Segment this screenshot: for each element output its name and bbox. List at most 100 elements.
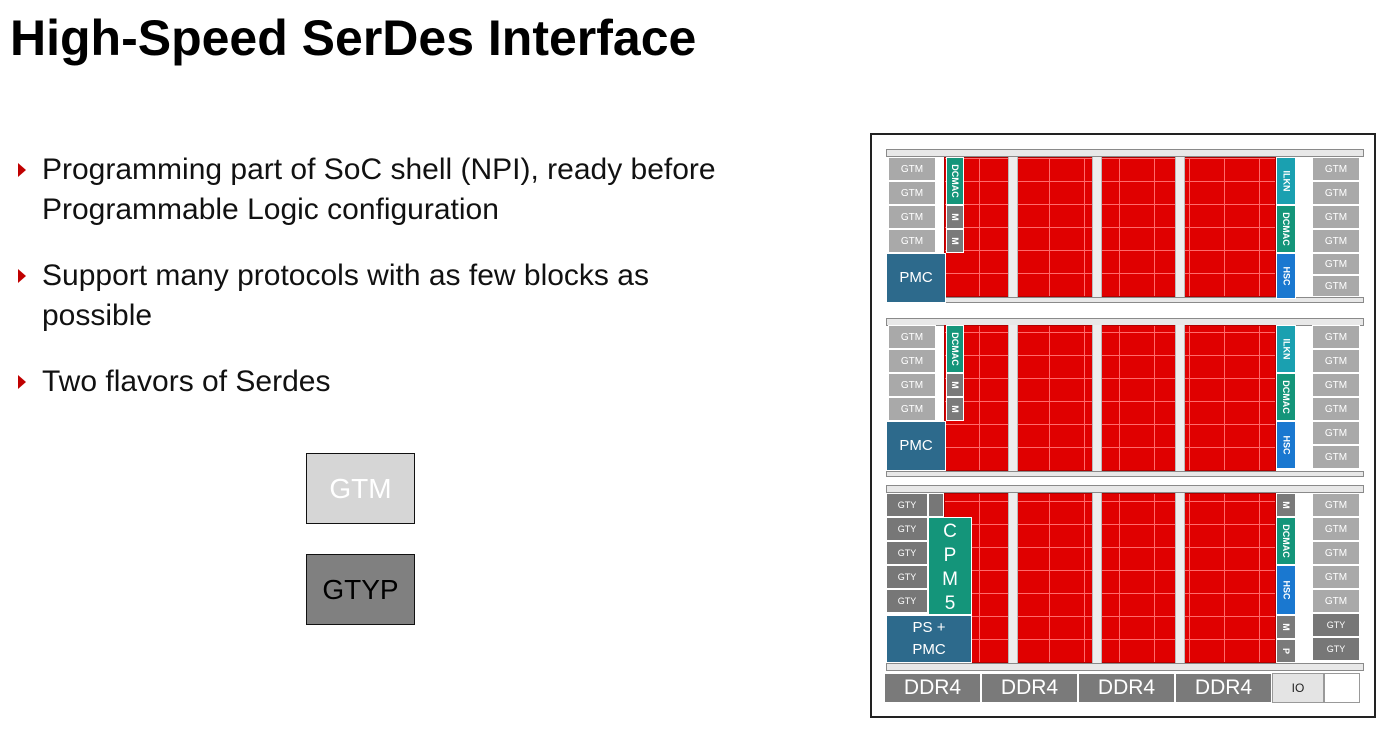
gtm-block: GTM (1312, 397, 1360, 421)
gtm-block: GTM (1312, 181, 1360, 205)
m-block-text: M (1281, 623, 1291, 631)
fabric-channel (1008, 493, 1018, 663)
fabric-channel (1008, 157, 1018, 297)
page-title: High-Speed SerDes Interface (10, 10, 697, 66)
m-block: M (946, 205, 964, 229)
fabric-region (944, 325, 1276, 471)
gty-block (928, 493, 944, 517)
bullet-list: Programming part of SoC shell (NPI), rea… (18, 150, 718, 428)
ddr4-block: DDR4 (884, 673, 981, 703)
dcmac-block: DCMAC (946, 157, 964, 205)
io-block: IO (1272, 673, 1324, 703)
gty-block: GTY (886, 541, 928, 565)
dcmac-block: DCMAC (1276, 517, 1296, 565)
gtm-block: GTM (888, 325, 936, 349)
gtm-block: GTM (1312, 565, 1360, 589)
dcmac-block-text: DCMAC (950, 164, 960, 198)
bullet-text: Support many protocols with as few block… (42, 259, 649, 332)
gtm-block: GTM (888, 349, 936, 373)
ps-pmc-text: PMC (912, 641, 946, 658)
m-block-text: M (950, 381, 960, 389)
triangle-bullet-icon (18, 375, 26, 389)
dcmac-block-text: DCMAC (1281, 524, 1291, 558)
gtm-block: GTM (1312, 157, 1360, 181)
m-block-text: M (950, 213, 960, 221)
m-block: M (1276, 493, 1296, 517)
m-block-text: M (950, 237, 960, 245)
ilkn-block: ILKN (1276, 157, 1296, 205)
fabric-channel (1092, 493, 1102, 663)
bullet-text: Programming part of SoC shell (NPI), rea… (42, 153, 716, 226)
ddr4-block: DDR4 (981, 673, 1078, 703)
cpm5-char: 5 (944, 593, 956, 614)
separator-bar (886, 471, 1364, 477)
bullet-item: Two flavors of Serdes (18, 362, 718, 402)
hsc-block: HSC (1276, 565, 1296, 615)
pmc-block: PMC (886, 253, 946, 303)
p-block: P (1276, 639, 1296, 663)
gtm-block: GTM (1312, 205, 1360, 229)
m-block-text: M (1281, 501, 1291, 509)
pmc-block: PMC (886, 421, 946, 471)
ps-pmc-block: PS + PMC (886, 615, 972, 663)
hsc-block-text: HSC (1281, 435, 1292, 455)
gtm-block: GTM (1312, 229, 1360, 253)
gtm-block: GTM (1312, 493, 1360, 517)
bullet-text: Two flavors of Serdes (42, 365, 331, 398)
fabric-channel (1008, 325, 1018, 471)
p-block-text: P (1280, 647, 1291, 655)
separator-bar (886, 663, 1364, 671)
m-block: M (946, 397, 964, 421)
dcmac-block: DCMAC (1276, 205, 1296, 253)
ps-pmc-text: PS + (912, 619, 946, 636)
gty-block: GTY (1312, 613, 1360, 637)
gty-block: GTY (886, 565, 928, 589)
gtm-block: GTM (1312, 349, 1360, 373)
gtm-block: GTM (888, 157, 936, 181)
separator-bar (886, 149, 1364, 157)
gtm-block: GTM (1312, 445, 1360, 469)
dcmac-block: DCMAC (946, 325, 964, 373)
hsc-block: HSC (1276, 253, 1296, 299)
fabric-channel (1175, 493, 1185, 663)
fabric-channel (1092, 157, 1102, 297)
ddr4-block: DDR4 (1175, 673, 1272, 703)
cpm5-char: M (942, 569, 958, 590)
gty-block: GTY (886, 493, 928, 517)
ilkn-block-text: ILKN (1281, 170, 1291, 192)
m-block: M (946, 229, 964, 253)
separator-bar (886, 485, 1364, 493)
legend-gtm-box: GTM (306, 453, 415, 524)
fabric-channel (1175, 325, 1185, 471)
bullet-item: Programming part of SoC shell (NPI), rea… (18, 150, 718, 230)
legend-gtyp-box: GTYP (306, 554, 415, 625)
gtm-block: GTM (1312, 373, 1360, 397)
hsc-block-text: HSC (1281, 266, 1292, 286)
gtm-block: GTM (1312, 275, 1360, 297)
ilkn-block: ILKN (1276, 325, 1296, 373)
fabric-channel (1175, 157, 1185, 297)
cpm5-char: P (943, 545, 957, 566)
dcmac-block-text: DCMAC (1281, 380, 1291, 414)
triangle-bullet-icon (18, 163, 26, 177)
dcmac-block-text: DCMAC (950, 332, 960, 366)
gtm-block: GTM (1312, 541, 1360, 565)
gtm-block: GTM (1312, 517, 1360, 541)
gtm-block: GTM (888, 205, 936, 229)
m-block-text: M (950, 405, 960, 413)
fabric-channel (1092, 325, 1102, 471)
fabric-region (944, 157, 1276, 297)
gtm-block: GTM (1312, 421, 1360, 445)
gtm-block: GTM (888, 229, 936, 253)
gtm-block: GTM (888, 397, 936, 421)
fabric-region (944, 493, 1276, 663)
triangle-bullet-icon (18, 269, 26, 283)
gty-block: GTY (886, 517, 928, 541)
gtm-block: GTM (1312, 325, 1360, 349)
ddr4-block: DDR4 (1078, 673, 1175, 703)
hsc-block: HSC (1276, 421, 1296, 469)
gtm-block: GTM (888, 373, 936, 397)
m-block: M (1276, 615, 1296, 639)
